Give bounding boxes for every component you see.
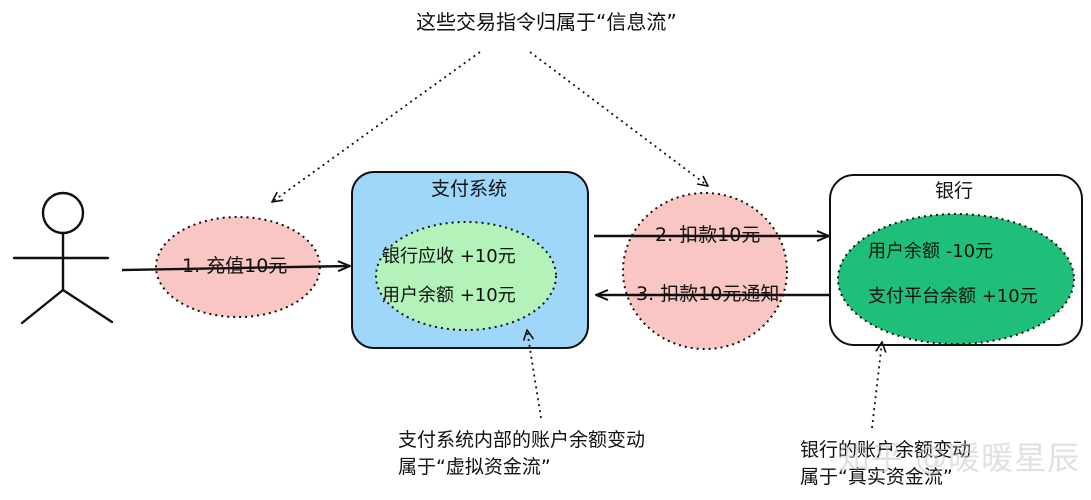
real-flow-pointer-line <box>871 342 882 429</box>
real-flow-note: 银行的账户余额变动 属于“真实资金流” <box>800 437 971 491</box>
payment-system-title: 支付系统 <box>431 178 508 200</box>
recharge-step-label: 1. 充值10元 <box>182 255 288 277</box>
recharge-arrow <box>121 266 350 270</box>
virtual-flow-note: 支付系统内部的账户余额变动 属于“虚拟资金流” <box>398 427 645 481</box>
top-information-flow-note: 这些交易指令归属于“信息流” <box>416 10 677 34</box>
deduct-step-label: 2. 扣款10元 <box>655 224 761 246</box>
top-pointer-right-line <box>529 51 708 186</box>
bank-inner-ellipse <box>837 213 1075 345</box>
payment-user-balance-label: 用户余额 +10元 <box>382 285 516 306</box>
payment-bank-receivable-label: 银行应收 +10元 <box>382 246 516 267</box>
deduct-steps-ellipse <box>622 192 788 350</box>
zhihu-watermark: 知乎 @暖暖星辰 <box>838 439 1081 477</box>
payment-system-inner-ellipse <box>375 221 557 331</box>
real-flow-note-line2: 属于“真实资金流” <box>800 466 953 488</box>
bank-user-balance-label: 用户余额 -10元 <box>868 241 994 262</box>
top-pointer-left-line <box>272 51 481 202</box>
virtual-flow-note-line1: 支付系统内部的账户余额变动 <box>398 429 646 451</box>
bank-title: 银行 <box>935 180 974 202</box>
bank-platform-balance-label: 支付平台余额 +10元 <box>868 286 1038 307</box>
virtual-flow-note-line2: 属于“虚拟资金流” <box>398 456 551 478</box>
stick-figure-user-icon <box>12 191 114 325</box>
real-flow-note-line1: 银行的账户余额变动 <box>800 439 972 461</box>
deduct-notify-step-label: 3. 扣款10元通知 <box>636 283 780 305</box>
